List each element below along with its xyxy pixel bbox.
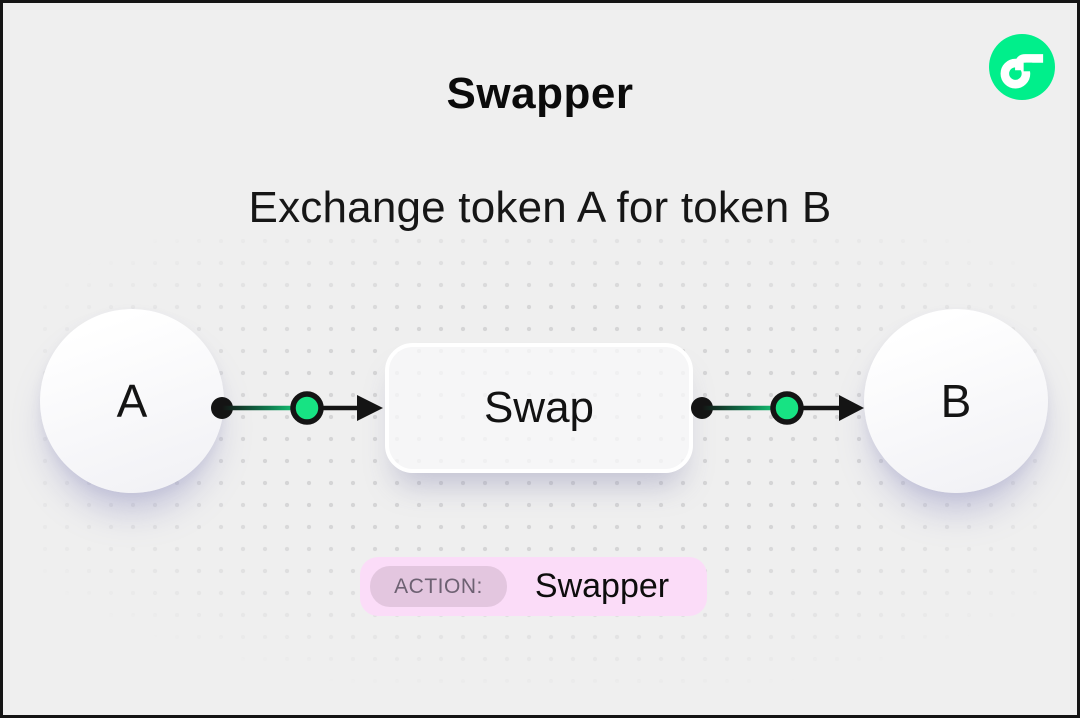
swap-label: Swap [483, 383, 595, 432]
action-badge-label: ACTION: [370, 566, 507, 607]
token-b-node: B [864, 309, 1048, 493]
page-title: Swapper [446, 69, 634, 118]
page-subtitle: Exchange token A for token B [248, 183, 832, 232]
swap-node: Swap [385, 343, 693, 473]
flow-logo-icon [989, 34, 1055, 100]
token-b-label: B [940, 375, 972, 427]
token-a-node: A [40, 309, 224, 493]
action-badge: ACTION: Swapper [360, 557, 707, 616]
action-badge-value: Swapper [534, 567, 670, 605]
token-a-label: A [116, 375, 148, 427]
